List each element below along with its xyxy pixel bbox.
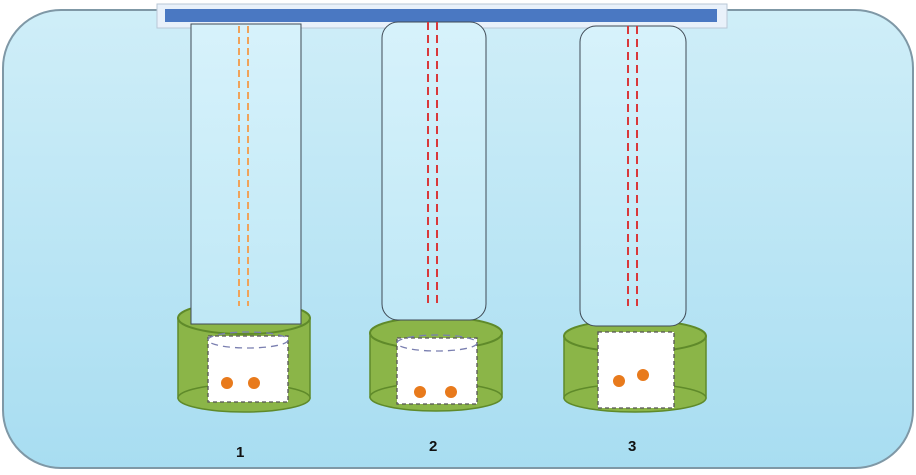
thread-1 bbox=[238, 26, 249, 306]
seed bbox=[613, 375, 625, 387]
seed bbox=[637, 369, 649, 381]
tube-2 bbox=[381, 21, 487, 321]
seed bbox=[248, 377, 260, 389]
setup-1-label: 1 bbox=[236, 444, 245, 461]
setup-2 bbox=[369, 21, 503, 412]
setup-2-label: 2 bbox=[429, 438, 438, 455]
insert-1 bbox=[207, 331, 289, 403]
setup-3-label: 3 bbox=[628, 438, 637, 455]
setup-1 bbox=[177, 23, 311, 413]
insert-2 bbox=[396, 334, 478, 405]
seed bbox=[221, 377, 233, 389]
thread-3 bbox=[627, 26, 638, 306]
insert-3 bbox=[597, 331, 675, 409]
thread-2 bbox=[427, 22, 438, 308]
seed bbox=[445, 386, 457, 398]
tube-3 bbox=[579, 25, 687, 327]
seed bbox=[414, 386, 426, 398]
tube-1 bbox=[190, 23, 302, 325]
setup-3 bbox=[563, 25, 707, 413]
